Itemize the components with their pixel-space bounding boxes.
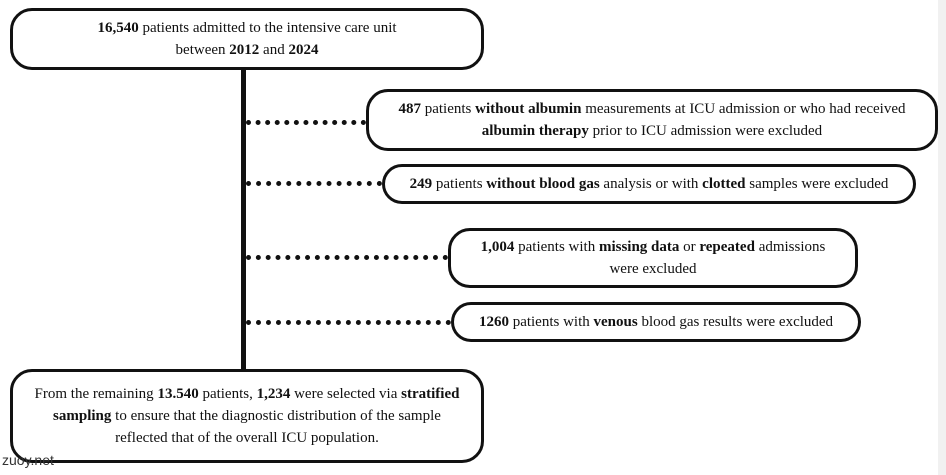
watermark: zuoy.net — [2, 452, 54, 468]
exclusion-text: 249 patients without blood gas analysis … — [410, 173, 889, 195]
text-span: blood gas results were excluded — [637, 314, 834, 330]
connector-exclusion-3 — [246, 255, 448, 260]
text-span: patients with — [508, 314, 594, 330]
bold-text: venous — [593, 314, 638, 330]
bold-text: stratified — [401, 386, 460, 402]
bold-text: without albumin — [475, 101, 582, 117]
selected-count: 1,234 — [256, 386, 291, 402]
admitted-count: 16,540 — [97, 20, 139, 36]
exclusion-box-albumin: 487 patients without albumin measurement… — [366, 89, 938, 151]
connector-exclusion-4 — [246, 320, 451, 325]
exclusion-text: 1,004 patients with missing data or repe… — [481, 236, 826, 280]
exclusion-box-missing-data: 1,004 patients with missing data or repe… — [448, 228, 858, 288]
text-span: patients admitted to the intensive care … — [138, 20, 397, 36]
text-span: admissions — [754, 239, 826, 255]
final-cohort-box: From the remaining 13.540 patients, 1,23… — [10, 369, 484, 463]
text-span: were excluded — [609, 261, 697, 277]
text-span: between — [175, 42, 230, 58]
text-span: or — [679, 239, 700, 255]
exclusion-count: 487 — [398, 101, 421, 117]
text-span: patients with — [514, 239, 599, 255]
text-span: patients — [420, 101, 476, 117]
text-span: prior to ICU admission were excluded — [588, 123, 823, 139]
final-cohort-text: From the remaining 13.540 patients, 1,23… — [35, 383, 460, 449]
exclusion-count: 1,004 — [480, 239, 515, 255]
main-flow-line — [241, 70, 246, 369]
scroll-strip — [938, 0, 946, 475]
year-start: 2012 — [229, 42, 260, 58]
bold-text: repeated — [699, 239, 755, 255]
admitted-patients-box: 16,540 patients admitted to the intensiv… — [10, 8, 484, 70]
text-span: samples were excluded — [745, 176, 889, 192]
remaining-count: 13.540 — [157, 386, 199, 402]
text-span: analysis or with — [599, 176, 703, 192]
bold-text: without blood gas — [486, 176, 600, 192]
text-span: to ensure that the diagnostic distributi… — [111, 408, 441, 424]
text-span: patients — [432, 176, 487, 192]
text-span: reflected that of the overall ICU popula… — [115, 430, 379, 446]
exclusion-count: 1260 — [478, 314, 509, 330]
exclusion-text: 1260 patients with venous blood gas resu… — [479, 311, 833, 333]
bold-text: clotted — [702, 176, 746, 192]
bold-text: albumin therapy — [481, 123, 589, 139]
bold-text: missing data — [598, 239, 680, 255]
text-span: From the remaining — [34, 386, 158, 402]
admitted-patients-text: 16,540 patients admitted to the intensiv… — [97, 17, 396, 61]
bold-text: sampling — [53, 408, 112, 424]
connector-exclusion-2 — [246, 181, 382, 186]
text-span: and — [259, 42, 289, 58]
text-span: patients, — [198, 386, 257, 402]
exclusion-count: 249 — [409, 176, 433, 192]
exclusion-text: 487 patients without albumin measurement… — [398, 98, 905, 142]
connector-exclusion-1 — [246, 120, 366, 125]
exclusion-box-blood-gas: 249 patients without blood gas analysis … — [382, 164, 916, 204]
exclusion-box-venous: 1260 patients with venous blood gas resu… — [451, 302, 861, 342]
text-span: measurements at ICU admission or who had… — [581, 101, 906, 117]
text-span: were selected via — [290, 386, 402, 402]
year-end: 2024 — [288, 42, 319, 58]
